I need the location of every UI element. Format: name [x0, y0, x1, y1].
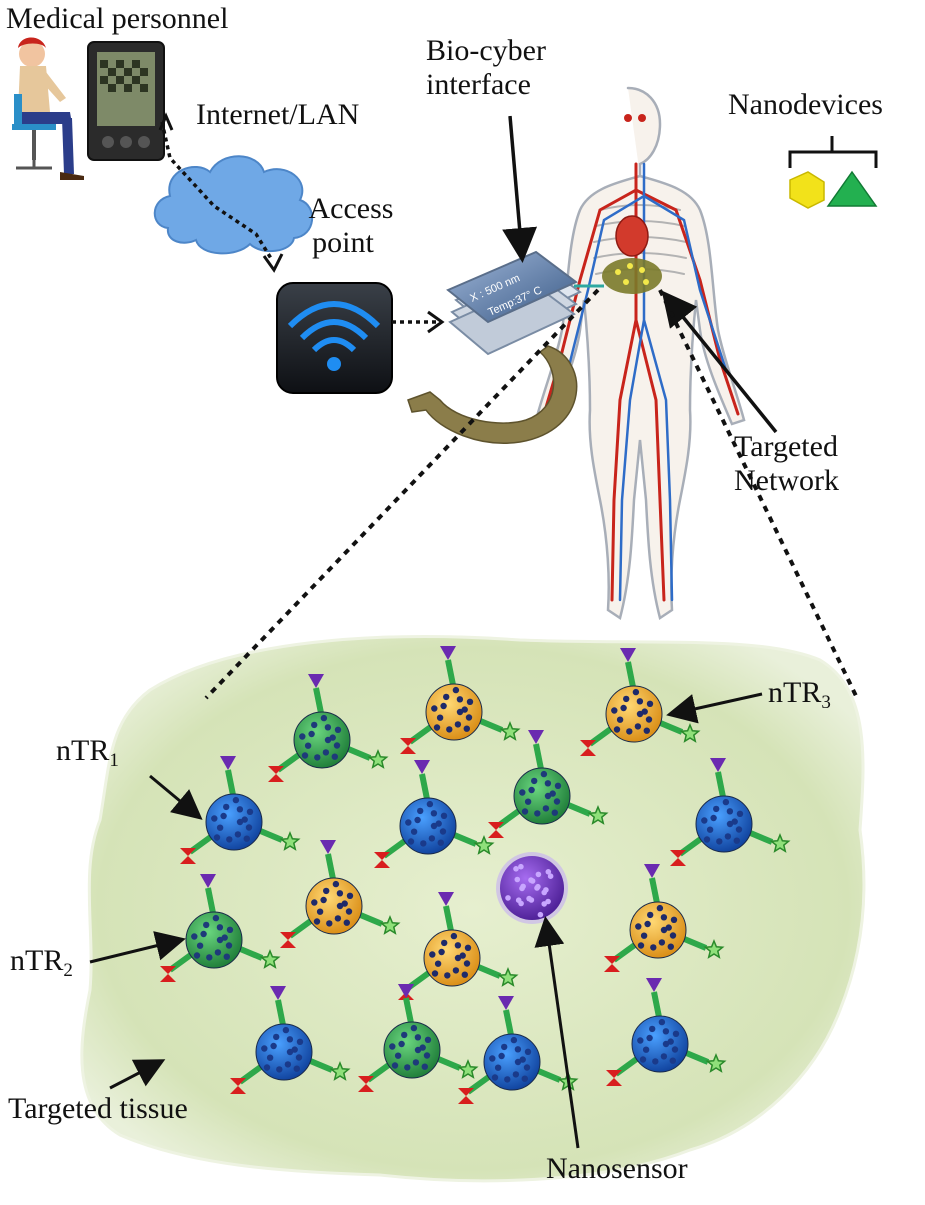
- label-ntr3-sub: 3: [821, 692, 831, 713]
- ntr2-pointer: [89, 931, 186, 964]
- receptor-field: [160, 646, 791, 1104]
- nanosensor: [496, 852, 568, 924]
- receptor-yellow-9: [604, 864, 725, 972]
- receptor-blue-7: [670, 758, 791, 866]
- ntr1-pointer: [149, 774, 203, 820]
- human-body-icon: [534, 86, 746, 621]
- bio-cyber-pointer: [502, 115, 538, 263]
- label-ntr2-sub: 2: [63, 960, 73, 981]
- label-ntr2-base: nTR: [10, 944, 64, 977]
- person-icon: [12, 37, 84, 180]
- receptor-blue-15: [606, 978, 727, 1086]
- zoom-line-left: [204, 288, 600, 700]
- receptor-yellow-8: [280, 840, 401, 948]
- hexagon-icon: [789, 171, 825, 209]
- label-ntr1-sub: 1: [109, 750, 119, 771]
- receptor-green-10: [160, 874, 281, 982]
- receptor-blue-14: [458, 996, 579, 1104]
- receptor-yellow-2: [400, 646, 521, 754]
- receptor-green-1: [268, 674, 389, 782]
- receptor-blue-4: [180, 756, 301, 864]
- label-targeted-network-line1: Targeted: [734, 430, 838, 463]
- label-medical-personnel: Medical personnel: [6, 2, 229, 35]
- receptor-green-13: [358, 984, 479, 1092]
- label-internet-lan: Internet/LAN: [196, 98, 360, 131]
- receptor-yellow-3: [580, 648, 701, 756]
- pda-icon: [87, 41, 165, 161]
- label-nanosensor: Nanosensor: [546, 1152, 688, 1185]
- label-ntr1-base: nTR: [56, 734, 110, 767]
- wifi-icon: [276, 282, 393, 394]
- label-targeted-network: Targeted Network: [734, 430, 839, 498]
- label-ntr3: nTR3: [768, 676, 831, 713]
- label-ntr2: nTR2: [10, 944, 73, 981]
- cloud-icon: [153, 155, 314, 255]
- interface-strap: [407, 345, 578, 444]
- label-bio-cyber-interface: Bio-cyber interface: [426, 34, 546, 102]
- ntr3-pointer: [666, 692, 763, 724]
- nanodevices-legend: [788, 136, 878, 209]
- implant-device-icon: X : 500 nm Temp:37° C: [446, 250, 604, 356]
- targeted-network-pointer: [661, 290, 778, 434]
- label-bio-cyber-line2: interface: [426, 68, 531, 101]
- label-targeted-tissue: Targeted tissue: [8, 1092, 188, 1125]
- link-pda-to-access-point: [160, 121, 274, 261]
- receptor-yellow-11: [398, 892, 519, 1000]
- triangle-icon: [826, 170, 878, 207]
- label-targeted-network-line2: Network: [734, 464, 839, 497]
- label-access-point-line2: point: [312, 226, 374, 259]
- label-ntr3-base: nTR: [768, 676, 822, 709]
- label-access-point-line1: Access: [308, 192, 394, 225]
- nanosensor-pointer: [534, 916, 580, 1149]
- label-access-point: Access point: [296, 192, 406, 260]
- label-nanodevices: Nanodevices: [728, 88, 883, 121]
- receptor-blue-5: [374, 760, 495, 868]
- label-bio-cyber-line1: Bio-cyber: [426, 34, 546, 67]
- zoom-line-right: [658, 289, 860, 701]
- targeted-network-site: [602, 258, 662, 294]
- receptor-blue-12: [230, 986, 351, 1094]
- label-ntr1: nTR1: [56, 734, 119, 771]
- receptor-green-6: [488, 730, 609, 838]
- targeted-tissue-pointer: [109, 1059, 166, 1090]
